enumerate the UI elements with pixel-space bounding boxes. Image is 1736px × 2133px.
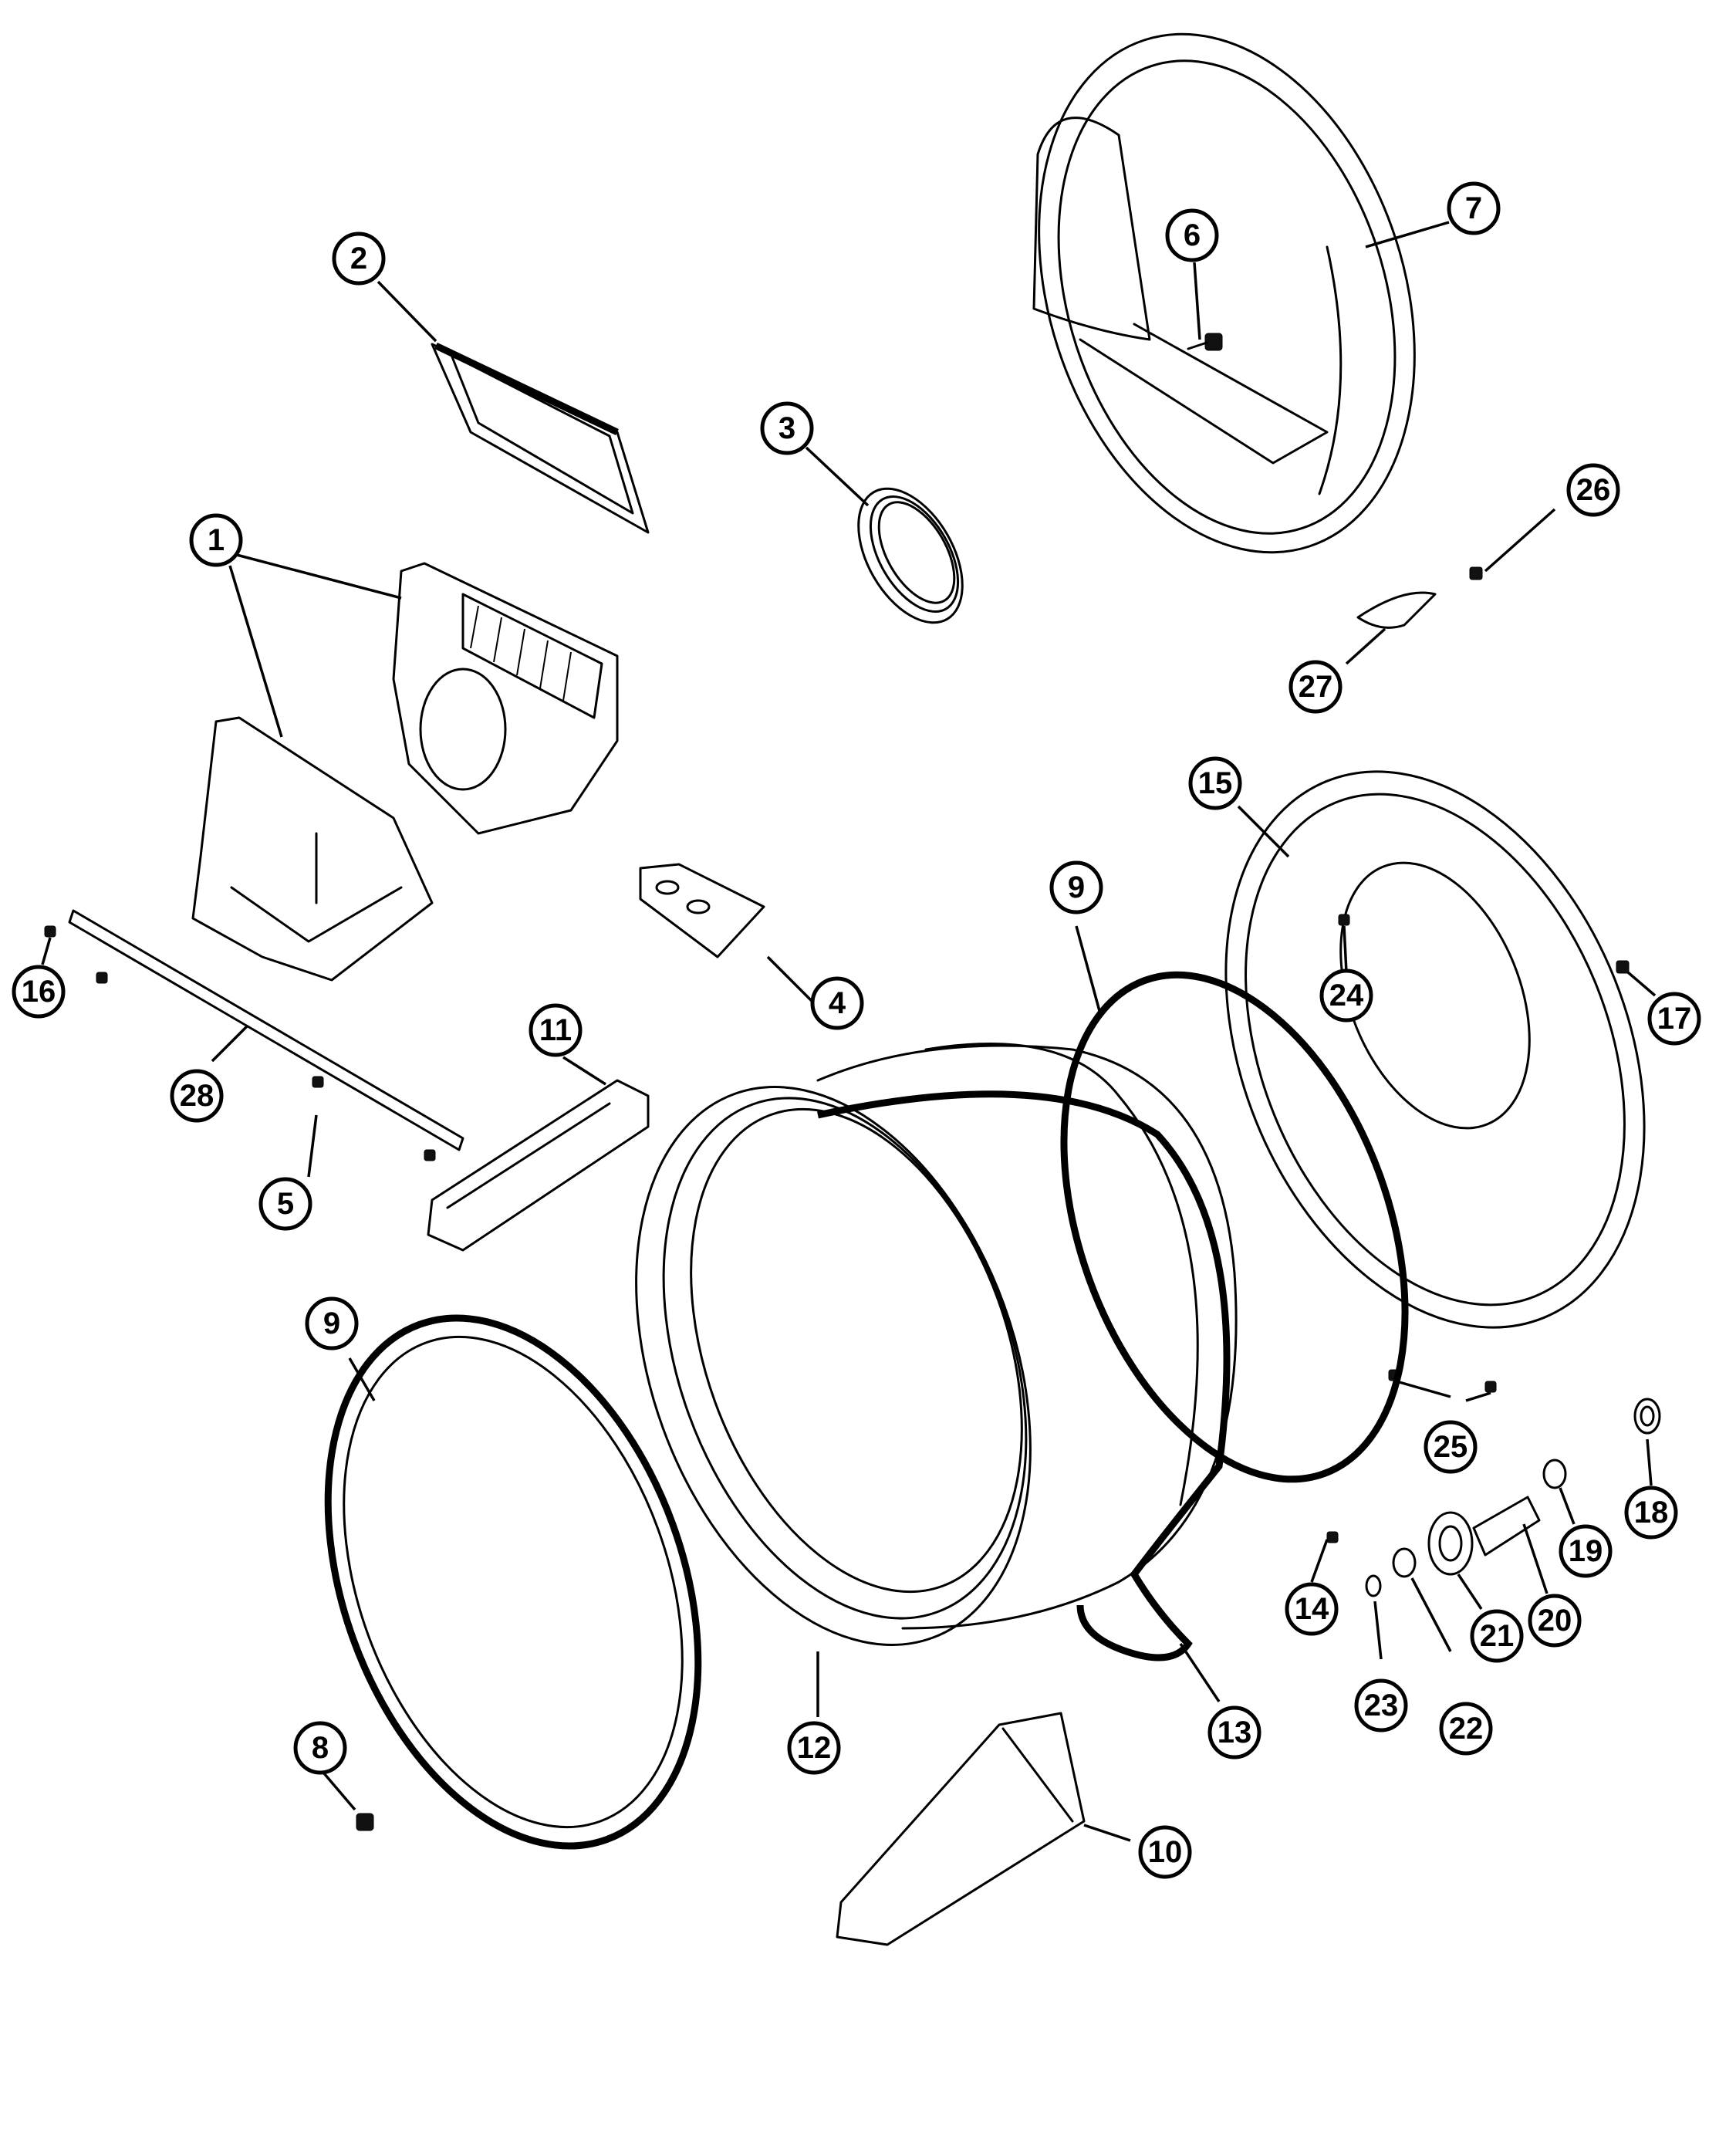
svg-text:10: 10 xyxy=(1148,1835,1183,1869)
svg-text:15: 15 xyxy=(1198,766,1233,800)
part-7-rear-bulkhead xyxy=(1032,32,1416,554)
callout-27[interactable]: 27 xyxy=(1288,660,1343,714)
svg-text:27: 27 xyxy=(1299,670,1333,704)
svg-text:13: 13 xyxy=(1218,1716,1252,1749)
callout-6[interactable]: 6 xyxy=(1165,208,1219,262)
svg-text:11: 11 xyxy=(539,1013,572,1047)
part-13-belt xyxy=(817,1090,1231,1661)
svg-text:21: 21 xyxy=(1480,1619,1515,1653)
svg-text:8: 8 xyxy=(312,1731,329,1765)
svg-text:17: 17 xyxy=(1657,1002,1692,1036)
callout-15[interactable]: 15 xyxy=(1188,756,1242,810)
part-10-panel xyxy=(836,1712,1086,1946)
callout-21[interactable]: 21 xyxy=(1470,1609,1524,1663)
part-15-front-bulkhead xyxy=(1224,770,1646,1329)
callout-19[interactable]: 19 xyxy=(1559,1524,1613,1578)
callout-20[interactable]: 20 xyxy=(1528,1594,1582,1648)
callout-16[interactable]: 16 xyxy=(12,965,66,1019)
callout-10[interactable]: 10 xyxy=(1138,1825,1192,1879)
callout-18[interactable]: 18 xyxy=(1624,1486,1678,1540)
svg-text:5: 5 xyxy=(277,1187,294,1221)
callout-4[interactable]: 4 xyxy=(810,976,864,1030)
part-3-seal xyxy=(857,487,964,624)
callout-11[interactable]: 11 xyxy=(529,1003,583,1057)
svg-text:26: 26 xyxy=(1576,473,1611,507)
part-26-27-clip xyxy=(1356,566,1483,629)
roller-assembly xyxy=(1326,1398,1661,1597)
svg-text:1: 1 xyxy=(208,523,225,557)
svg-text:23: 23 xyxy=(1364,1688,1399,1722)
small-screws-left xyxy=(44,925,436,1161)
part-6-screw xyxy=(1187,333,1223,351)
svg-text:2: 2 xyxy=(350,242,367,275)
callout-22[interactable]: 22 xyxy=(1439,1702,1493,1756)
svg-text:9: 9 xyxy=(1068,870,1085,904)
callout-17[interactable]: 17 xyxy=(1647,992,1701,1046)
callout-7[interactable]: 7 xyxy=(1447,181,1501,235)
leader-lines xyxy=(41,221,1657,1842)
svg-text:22: 22 xyxy=(1449,1712,1484,1746)
part-25-screws xyxy=(1388,1369,1497,1393)
svg-text:20: 20 xyxy=(1538,1604,1572,1638)
svg-text:18: 18 xyxy=(1634,1496,1669,1530)
svg-text:28: 28 xyxy=(180,1079,214,1113)
callout-25[interactable]: 25 xyxy=(1424,1420,1478,1474)
part-24-screw xyxy=(1338,914,1350,926)
callout-26[interactable]: 26 xyxy=(1566,463,1620,517)
svg-text:25: 25 xyxy=(1434,1430,1468,1464)
svg-text:24: 24 xyxy=(1329,979,1364,1012)
svg-text:16: 16 xyxy=(22,975,56,1009)
part-17-screw xyxy=(1616,960,1630,974)
callout-5[interactable]: 5 xyxy=(258,1177,312,1231)
svg-text:19: 19 xyxy=(1569,1534,1603,1568)
callout-12[interactable]: 12 xyxy=(787,1721,841,1775)
callout-2[interactable]: 2 xyxy=(332,232,386,286)
part-11-bracket xyxy=(427,1079,650,1252)
callout-3[interactable]: 3 xyxy=(760,401,814,455)
callout-28[interactable]: 28 xyxy=(170,1069,224,1123)
part-1-duct-lower xyxy=(191,716,434,982)
part-2-filter xyxy=(431,342,650,534)
svg-text:6: 6 xyxy=(1184,218,1201,252)
duct-grille xyxy=(470,605,572,701)
callout-1[interactable]: 1 xyxy=(189,513,243,567)
callout-9-lower[interactable]: 9 xyxy=(305,1296,359,1350)
svg-text:3: 3 xyxy=(778,411,795,445)
callout-24[interactable]: 24 xyxy=(1319,968,1373,1023)
part-1-duct-upper xyxy=(392,562,619,835)
part-4-bracket xyxy=(639,863,765,958)
part-8-screw xyxy=(356,1813,374,1831)
svg-text:12: 12 xyxy=(797,1731,832,1765)
svg-text:4: 4 xyxy=(829,986,846,1020)
part-9-seal-lower xyxy=(324,1314,702,1850)
callout-23[interactable]: 23 xyxy=(1354,1678,1408,1732)
svg-text:7: 7 xyxy=(1465,191,1482,225)
callout-9-upper[interactable]: 9 xyxy=(1049,860,1103,914)
callout-13[interactable]: 13 xyxy=(1207,1705,1261,1759)
part-28-strip xyxy=(68,909,464,1151)
svg-text:14: 14 xyxy=(1295,1592,1329,1626)
part-12-drum xyxy=(635,1043,1238,1646)
callout-14[interactable]: 14 xyxy=(1285,1582,1339,1636)
part-9-seal-upper xyxy=(1060,971,1409,1483)
svg-text:9: 9 xyxy=(323,1307,340,1340)
callout-8[interactable]: 8 xyxy=(293,1721,347,1775)
